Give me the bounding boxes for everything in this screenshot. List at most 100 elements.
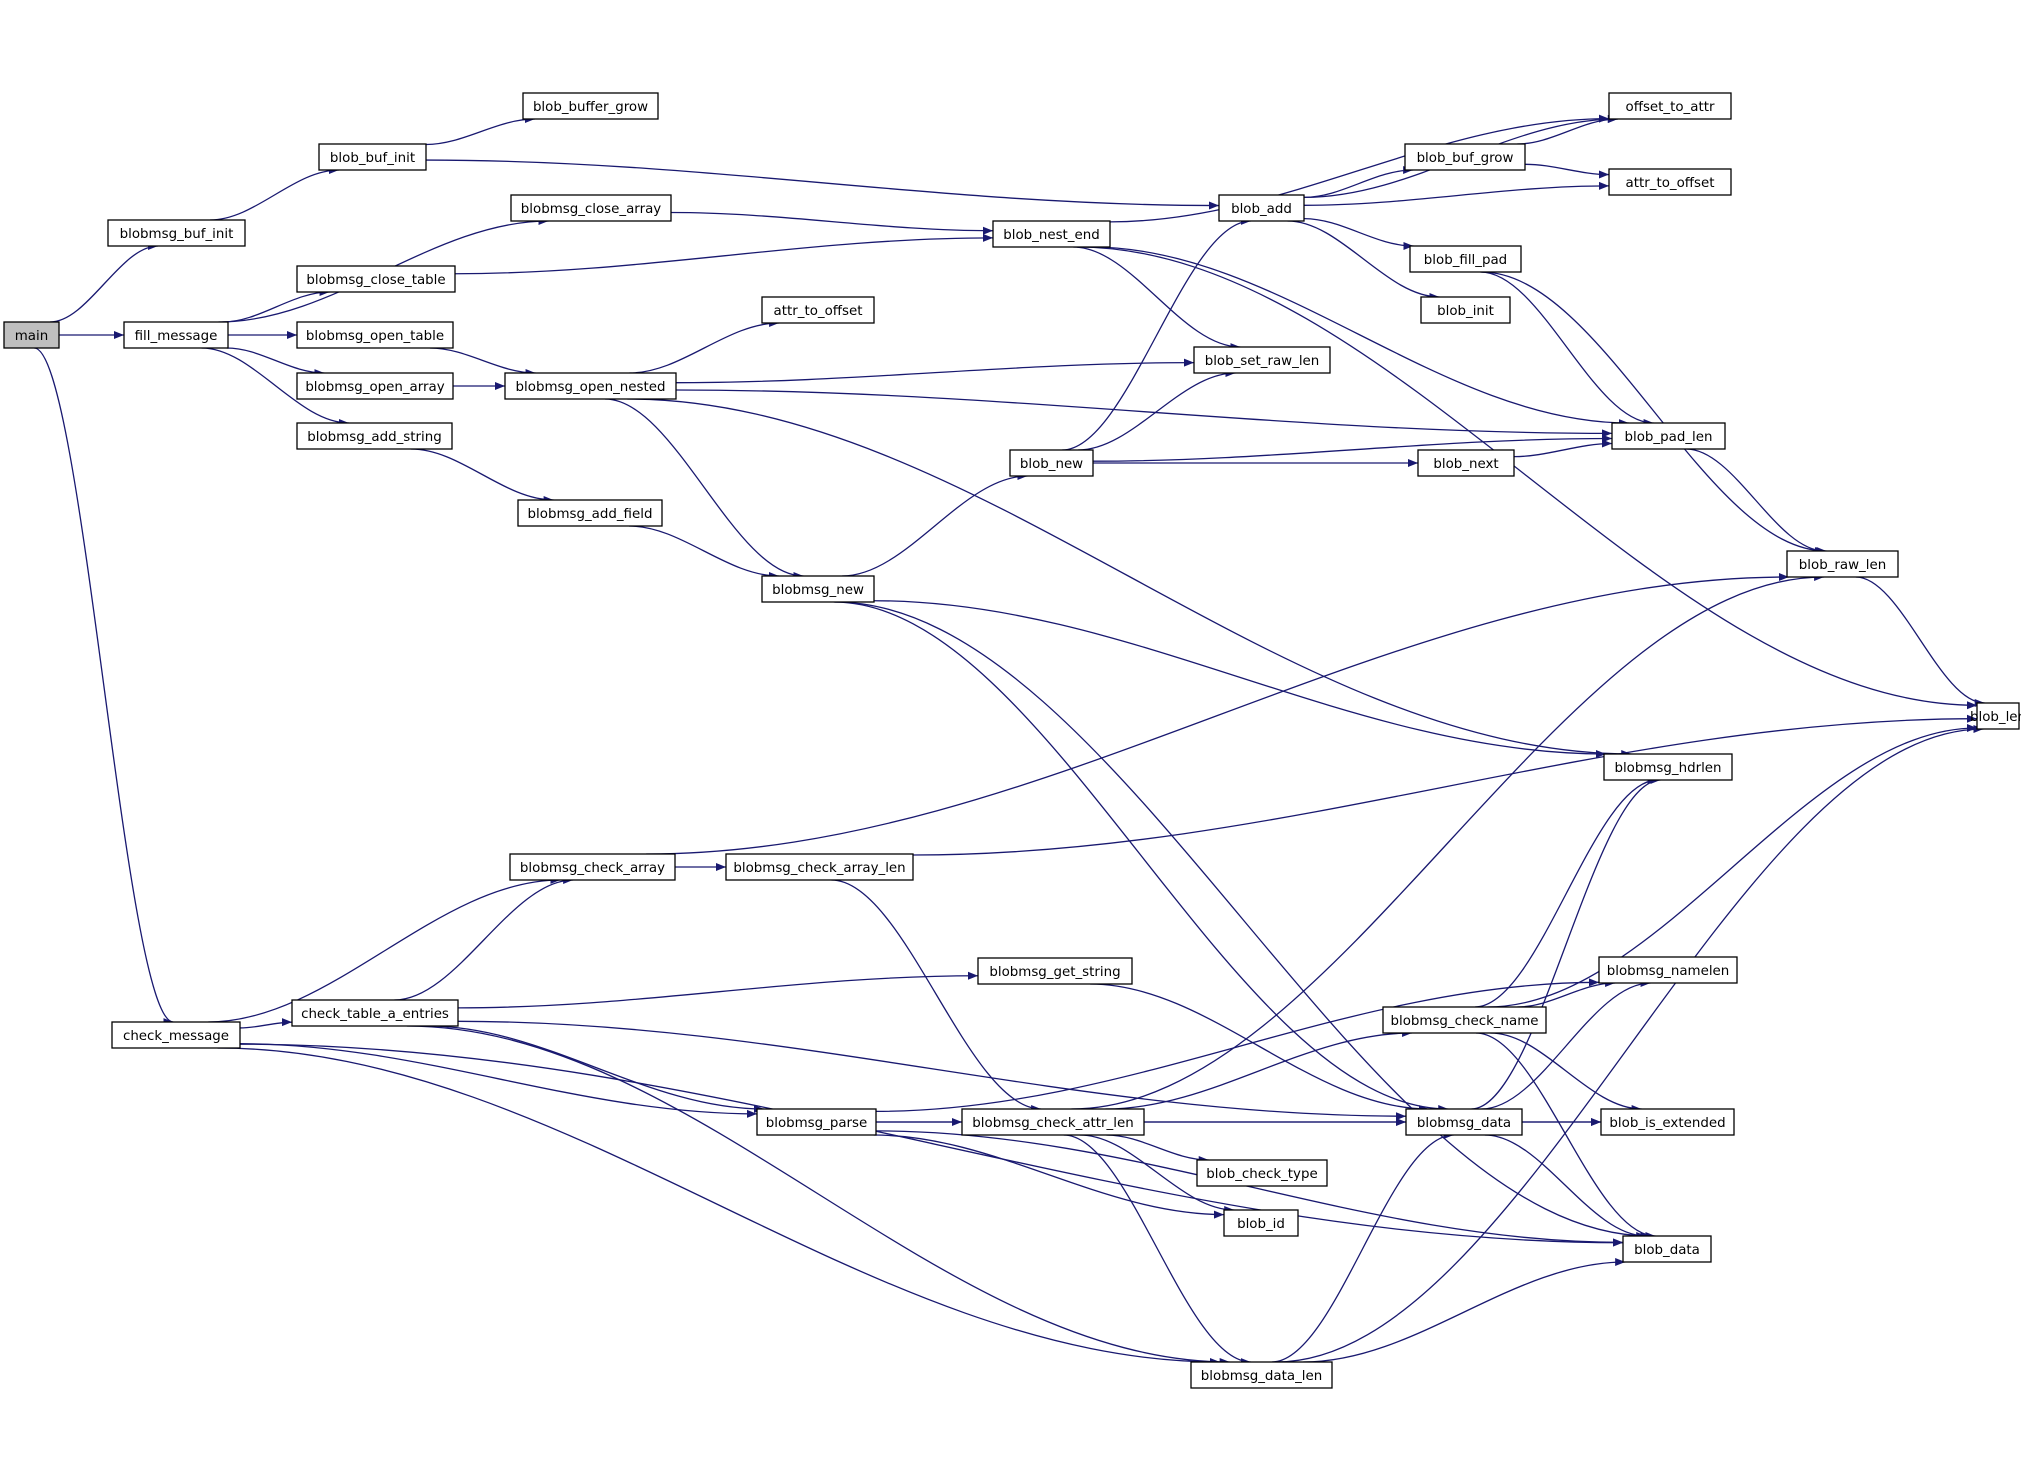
node-attr-to-offset-2[interactable]: attr_to_offset (1608, 168, 1732, 196)
edge-blobmsg_check_array-to-blob_raw_len (646, 573, 1789, 855)
node-label: blob_len (1970, 710, 2021, 725)
node-box (296, 265, 456, 293)
node-check-message[interactable]: check_message (111, 1021, 241, 1049)
node-box (1611, 422, 1726, 450)
node-box (1420, 296, 1511, 324)
edge-blob_add-to-blob_fill_pad (1303, 217, 1414, 250)
node-label: offset_to_attr (1626, 100, 1715, 115)
edge-blob_nest_end-to-blob_pad_len (1091, 246, 1629, 427)
node-blobmsg-check-array[interactable]: blobmsg_check_array (509, 853, 676, 881)
node-attr-to-offset-1[interactable]: attr_to_offset (761, 296, 875, 324)
node-label: attr_to_offset (1626, 176, 1715, 191)
node-blobmsg-close-array[interactable]: blobmsg_close_array (510, 194, 672, 222)
node-blobmsg-close-table[interactable]: blobmsg_close_table (296, 265, 456, 293)
node-main[interactable]: main (3, 321, 60, 349)
node-label: check_message (123, 1029, 229, 1044)
node-blobmsg-data-len[interactable]: blobmsg_data_len (1190, 1361, 1333, 1389)
node-label: attr_to_offset (774, 304, 863, 319)
node-blobmsg-check-name[interactable]: blobmsg_check_name (1382, 1006, 1547, 1034)
node-box (1598, 956, 1738, 984)
edge-blob_next-to-blob_pad_len (1513, 439, 1613, 458)
node-box (296, 321, 454, 349)
node-blob-buf-init[interactable]: blob_buf_init (318, 143, 427, 171)
node-blob-set-raw-len[interactable]: blob_set_raw_len (1193, 346, 1331, 374)
node-blob-id[interactable]: blob_id (1223, 1209, 1299, 1237)
edge-blobmsg_check_array_len-to-blob_len (912, 714, 1978, 856)
node-fill-message[interactable]: fill_message (123, 321, 229, 349)
edge-blobmsg_parse-to-blob_id (873, 1134, 1225, 1219)
node-label: blob_set_raw_len (1205, 354, 1320, 369)
edge-blob_fill_pad-to-blob_pad_len (1480, 271, 1654, 427)
node-blobmsg-add-field[interactable]: blobmsg_add_field (517, 499, 663, 527)
node-blob-add[interactable]: blob_add (1218, 194, 1305, 222)
edge-blob_nest_end-to-blob_set_raw_len (1073, 246, 1241, 351)
edge-blobmsg_data_len-to-blobmsg_data (1271, 1131, 1454, 1363)
node-label: blobmsg_data (1417, 1116, 1511, 1131)
edge-blobmsg_data_len-to-blob_data (1303, 1258, 1626, 1363)
node-blob-init[interactable]: blob_init (1420, 296, 1511, 324)
node-blob-check-type[interactable]: blob_check_type (1196, 1159, 1328, 1187)
node-box (761, 575, 875, 603)
node-label: blobmsg_check_array (520, 861, 665, 876)
node-label: blob_fill_pad (1424, 253, 1507, 268)
node-blobmsg-buf-init[interactable]: blobmsg_buf_init (107, 219, 246, 247)
node-label: blob_buffer_grow (533, 100, 648, 115)
node-blobmsg-new[interactable]: blobmsg_new (761, 575, 875, 603)
node-label: blobmsg_check_array_len (733, 861, 905, 876)
node-box (107, 219, 246, 247)
node-box (318, 143, 427, 171)
edge-blobmsg_check_name-to-blob_data (1475, 1032, 1656, 1240)
edge-blobmsg_new-to-blob_new (842, 472, 1028, 577)
edge-blobmsg_data-to-blobmsg_hdrlen (1471, 776, 1661, 1110)
node-blobmsg-open-array[interactable]: blobmsg_open_array (296, 372, 454, 400)
node-label: blobmsg_open_table (306, 329, 444, 344)
node-box (992, 220, 1111, 248)
node-blob-raw-len[interactable]: blob_raw_len (1786, 550, 1899, 578)
node-blobmsg-add-string[interactable]: blobmsg_add_string (296, 422, 453, 450)
edge-blobmsg_check_name-to-blobmsg_hdrlen (1474, 776, 1658, 1008)
node-blobmsg-check-array-len[interactable]: blobmsg_check_array_len (725, 853, 914, 881)
node-box (1976, 702, 2020, 730)
node-blob-buffer-grow[interactable]: blob_buffer_grow (522, 92, 659, 120)
edge-blob_fill_pad-to-blob_raw_len (1481, 271, 1827, 555)
node-blob-is-extended[interactable]: blob_is_extended (1600, 1108, 1735, 1136)
node-box (1223, 1209, 1299, 1237)
edge-blobmsg_data_len-to-blob_len (1276, 725, 1984, 1363)
node-label: blobmsg_get_string (989, 965, 1120, 980)
node-blob-pad-len[interactable]: blob_pad_len (1611, 422, 1726, 450)
node-box (756, 1108, 877, 1136)
node-blob-len[interactable]: blob_len (1970, 702, 2021, 730)
edge-check_table_a_entries-to-blobmsg_get_string (457, 971, 979, 1009)
edge-blobmsg_add_field-to-blobmsg_new (628, 525, 780, 580)
node-label: blob_nest_end (1003, 228, 1099, 243)
node-blob-next[interactable]: blob_next (1417, 449, 1515, 477)
node-blobmsg-hdrlen[interactable]: blobmsg_hdrlen (1603, 753, 1733, 781)
node-box (522, 92, 659, 120)
node-blobmsg-data[interactable]: blobmsg_data (1405, 1108, 1523, 1136)
node-blobmsg-get-string[interactable]: blobmsg_get_string (977, 957, 1133, 985)
function-nodes: main blobmsg_buf_init fill_message check_me… (3, 92, 2021, 1389)
node-box (977, 957, 1133, 985)
node-blob-data[interactable]: blob_data (1622, 1235, 1712, 1263)
node-box (509, 853, 676, 881)
node-blob-fill-pad[interactable]: blob_fill_pad (1409, 245, 1522, 273)
node-blob-nest-end[interactable]: blob_nest_end (992, 220, 1111, 248)
edge-blobmsg_close_array-to-blob_nest_end (670, 211, 994, 235)
node-offset-to-attr[interactable]: offset_to_attr (1608, 92, 1732, 120)
edge-blob_buf_grow-to-attr_to_offset_2 (1524, 163, 1610, 179)
node-box (3, 321, 60, 349)
node-box (296, 372, 454, 400)
node-blobmsg-namelen[interactable]: blobmsg_namelen (1598, 956, 1738, 984)
node-blob-new[interactable]: blob_new (1009, 449, 1094, 477)
node-label: check_table_a_entries (301, 1007, 449, 1022)
node-box (1608, 168, 1732, 196)
node-blobmsg-open-nested[interactable]: blobmsg_open_nested (504, 372, 677, 400)
edge-main-to-blobmsg_buf_init (49, 242, 159, 323)
node-blobmsg-parse[interactable]: blobmsg_parse (756, 1108, 877, 1136)
node-check-table-a-entries[interactable]: check_table_a_entries (291, 999, 459, 1027)
edge-blobmsg_check_name-to-blob_is_extended (1490, 1032, 1642, 1113)
node-blobmsg-open-table[interactable]: blobmsg_open_table (296, 321, 454, 349)
edge-check_table_a_entries-to-blobmsg_parse (427, 1025, 764, 1113)
node-blob-buf-grow[interactable]: blob_buf_grow (1404, 143, 1526, 171)
node-blobmsg-check-attr-len[interactable]: blobmsg_check_attr_len (961, 1108, 1145, 1136)
